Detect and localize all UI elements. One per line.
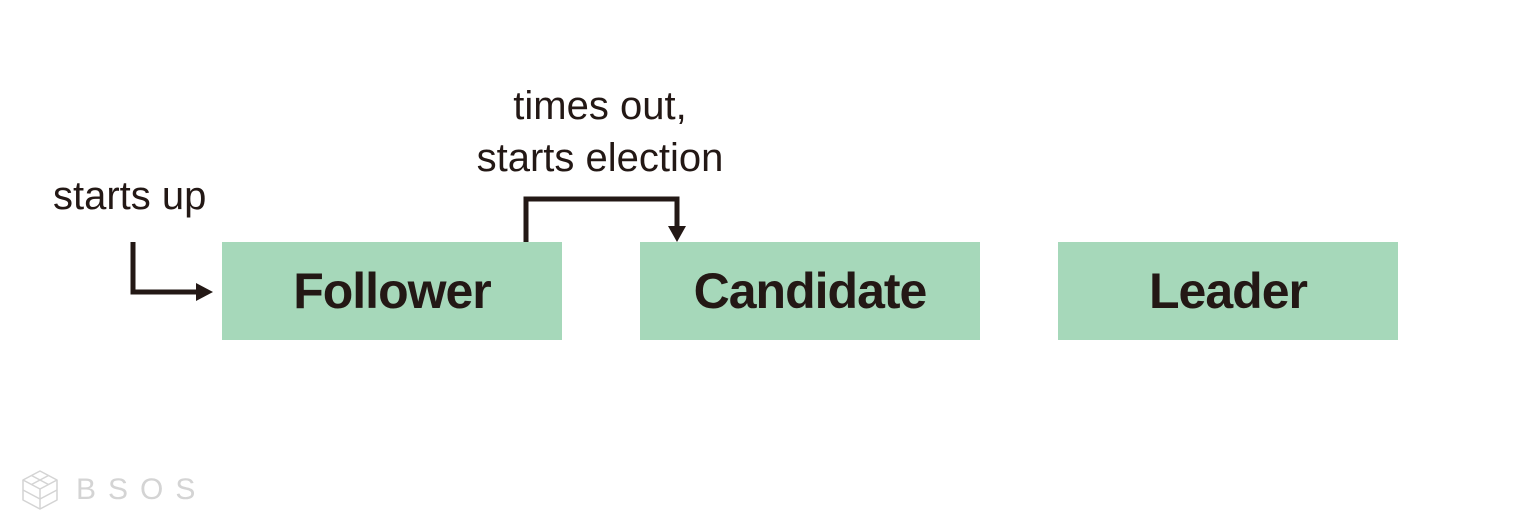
timeout-label-line2: starts election (476, 136, 724, 180)
starts-up-arrow (130, 242, 213, 301)
timeout-arrow (523, 196, 686, 242)
stacked-cube-logo-icon (22, 470, 58, 510)
starts-up-label: starts up (53, 174, 207, 218)
timeout-label: times out, starts election (460, 80, 740, 184)
watermark-text: BSOS (76, 473, 208, 506)
watermark: BSOS (20, 468, 207, 512)
state-follower-label: Follower (293, 263, 492, 319)
state-candidate-label: Candidate (693, 263, 928, 319)
state-leader-label: Leader (1149, 263, 1308, 319)
timeout-label-line1: times out, (513, 84, 687, 128)
state-candidate-box: Candidate (640, 242, 980, 340)
state-follower-box: Follower (222, 242, 562, 340)
state-leader-box: Leader (1058, 242, 1398, 340)
